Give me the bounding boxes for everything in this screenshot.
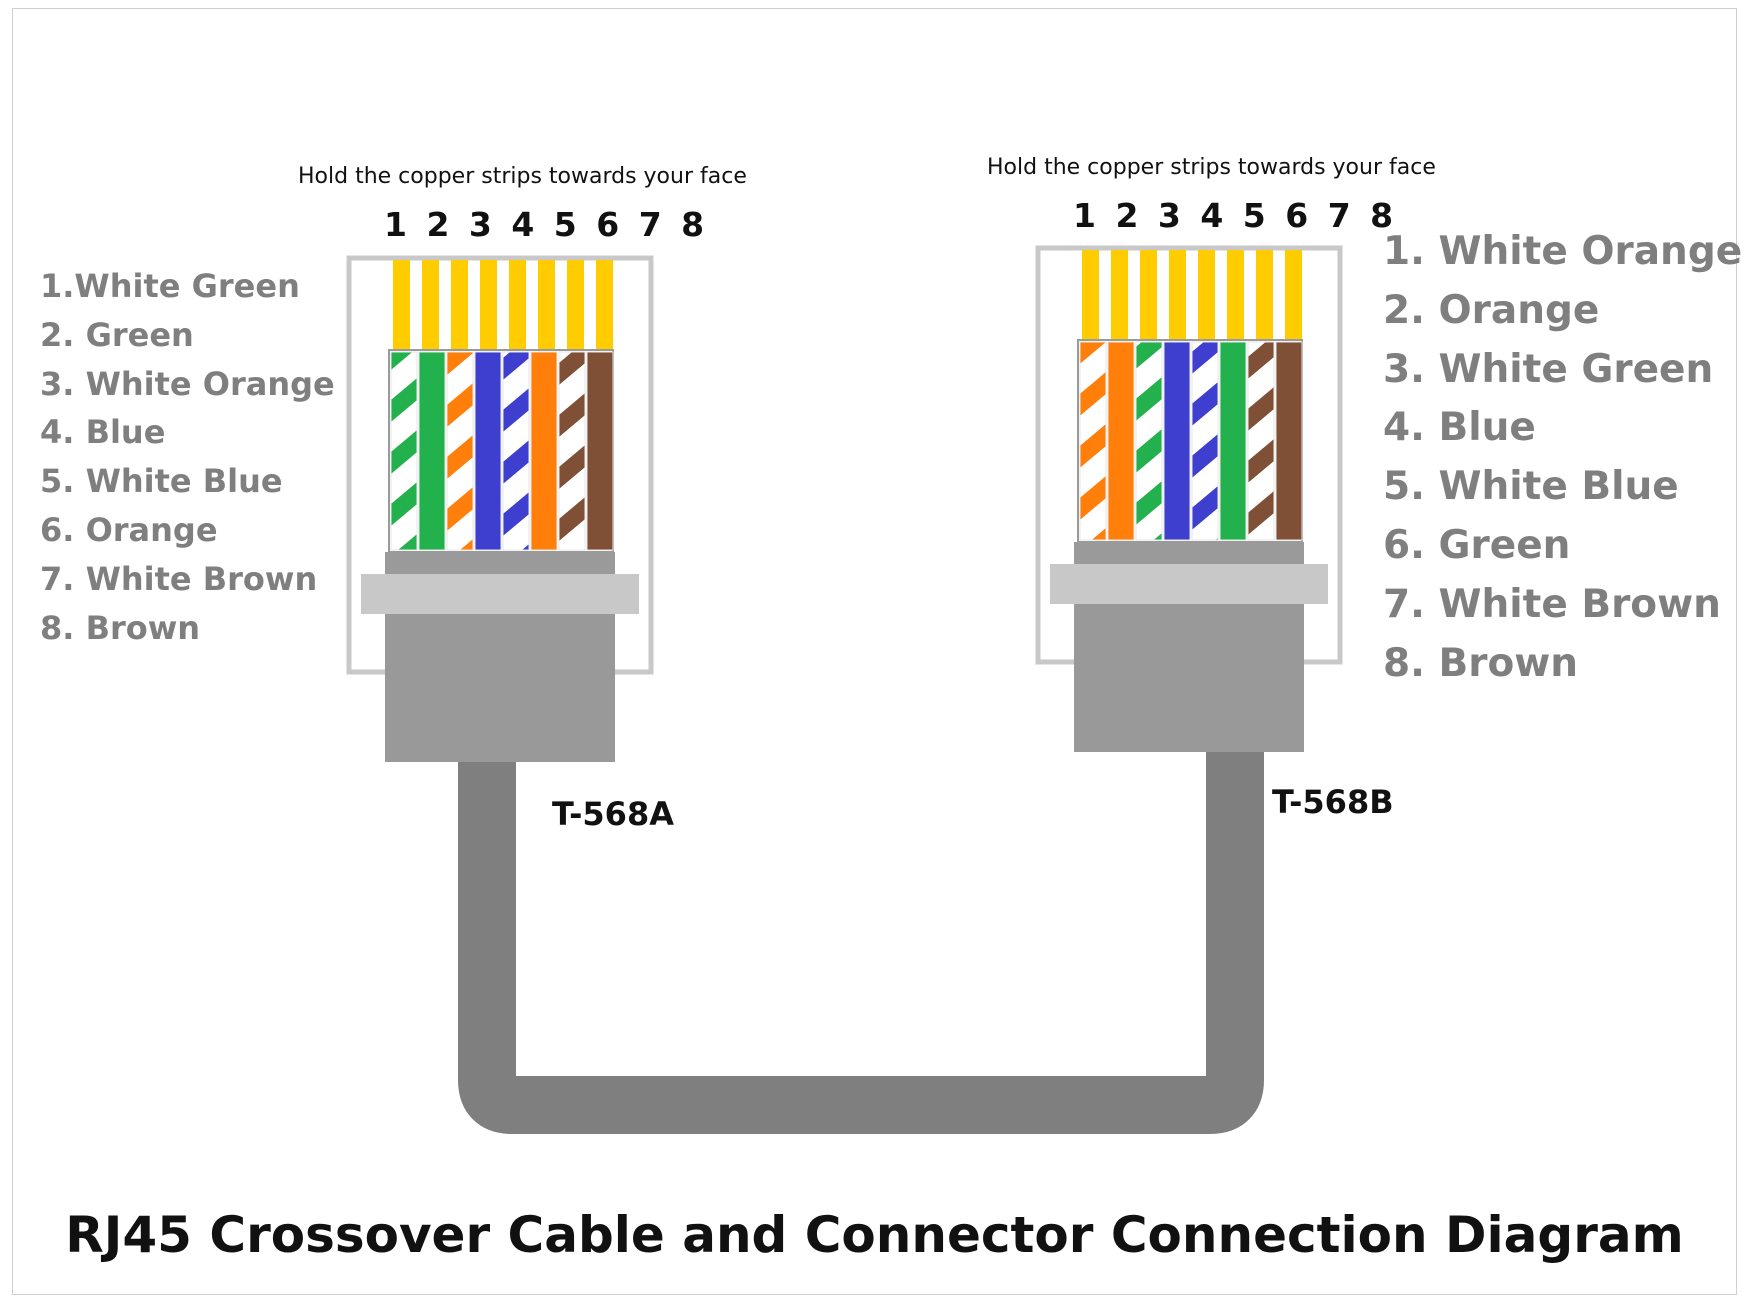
wire-white-green: [390, 351, 418, 551]
copper-pin: [1140, 250, 1157, 342]
wire-white-green: [1135, 341, 1163, 541]
instruction-text-left: Hold the copper strips towards your face: [298, 164, 747, 189]
copper-pin: [422, 260, 439, 352]
wire-label: 7. White Brown: [1383, 581, 1721, 627]
wire-label: 4. Blue: [1383, 405, 1536, 451]
copper-pin: [509, 260, 526, 352]
wire-blue: [1163, 341, 1191, 541]
copper-pin: [1169, 250, 1186, 342]
copper-pin: [1082, 250, 1099, 342]
wire-label: 1. White Orange: [1383, 229, 1743, 274]
copper-pin: [538, 260, 555, 352]
connector-t568a: [346, 255, 654, 762]
connector-boot: [385, 614, 615, 762]
pin-numbers-right: 1 2 3 4 5 6 7 8: [1073, 196, 1398, 235]
wire-orange: [530, 351, 558, 551]
wire-white-brown: [1247, 341, 1275, 541]
standard-label-t568a: T-568A: [552, 795, 674, 833]
copper-pin: [1285, 250, 1302, 342]
copper-pin: [393, 260, 410, 352]
wire-label: 2. Orange: [1383, 287, 1600, 333]
wire-label: 8. Brown: [40, 608, 201, 647]
wire-green: [418, 351, 446, 551]
wire-label: 6. Green: [1383, 522, 1571, 568]
latch-plate: [1050, 564, 1328, 604]
wire-brown: [1275, 341, 1303, 541]
wire-brown: [586, 351, 614, 551]
wire-order-list-t568a: 1.White Green 2. Green 3. White Orange 4…: [40, 262, 335, 652]
wire-label: 1.White Green: [40, 267, 300, 305]
standard-label-t568b: T-568B: [1272, 783, 1394, 821]
diagram-title: RJ45 Crossover Cable and Connector Conne…: [65, 1206, 1684, 1264]
wire-label: 8. Brown: [1383, 640, 1579, 686]
wire-label: 3. White Orange: [40, 364, 335, 403]
wire-white-blue: [1191, 341, 1219, 541]
wire-white-orange: [1079, 341, 1107, 541]
copper-pin: [1227, 250, 1244, 342]
wire-green: [1219, 341, 1247, 541]
wire-order-list-t568b: 1. White Orange 2. Orange 3. White Green…: [1383, 223, 1742, 693]
wire-label: 5. White Blue: [40, 462, 283, 501]
wire-label: 3. White Green: [1383, 346, 1714, 392]
wire-orange: [1107, 341, 1135, 541]
connector-boot: [1074, 604, 1304, 752]
pin-numbers-left: 1 2 3 4 5 6 7 8: [384, 205, 709, 244]
wire-blue: [474, 351, 502, 551]
diagram-frame: [12, 8, 1737, 1295]
wire-label: 2. Green: [40, 315, 194, 354]
wire-label: 7. White Brown: [40, 559, 318, 598]
copper-pin: [567, 260, 584, 352]
wire-label: 5. White Blue: [1383, 464, 1679, 510]
wire-white-brown: [558, 351, 586, 551]
copper-pin: [1111, 250, 1128, 342]
wire-label: 4. Blue: [40, 413, 166, 452]
wire-white-blue: [502, 351, 530, 551]
latch-plate: [361, 574, 639, 614]
crimp-bar: [385, 552, 615, 574]
crimp-bar: [1074, 542, 1304, 564]
copper-pin: [1256, 250, 1273, 342]
connector-t568b: [1035, 245, 1343, 752]
copper-pin: [596, 260, 613, 352]
instruction-text-right: Hold the copper strips towards your face: [987, 155, 1436, 180]
copper-pin: [1198, 250, 1215, 342]
wire-white-orange: [446, 351, 474, 551]
crossover-cable: [458, 750, 1264, 1134]
wire-label: 6. Orange: [40, 510, 218, 549]
copper-pin: [451, 260, 468, 352]
copper-pin: [480, 260, 497, 352]
